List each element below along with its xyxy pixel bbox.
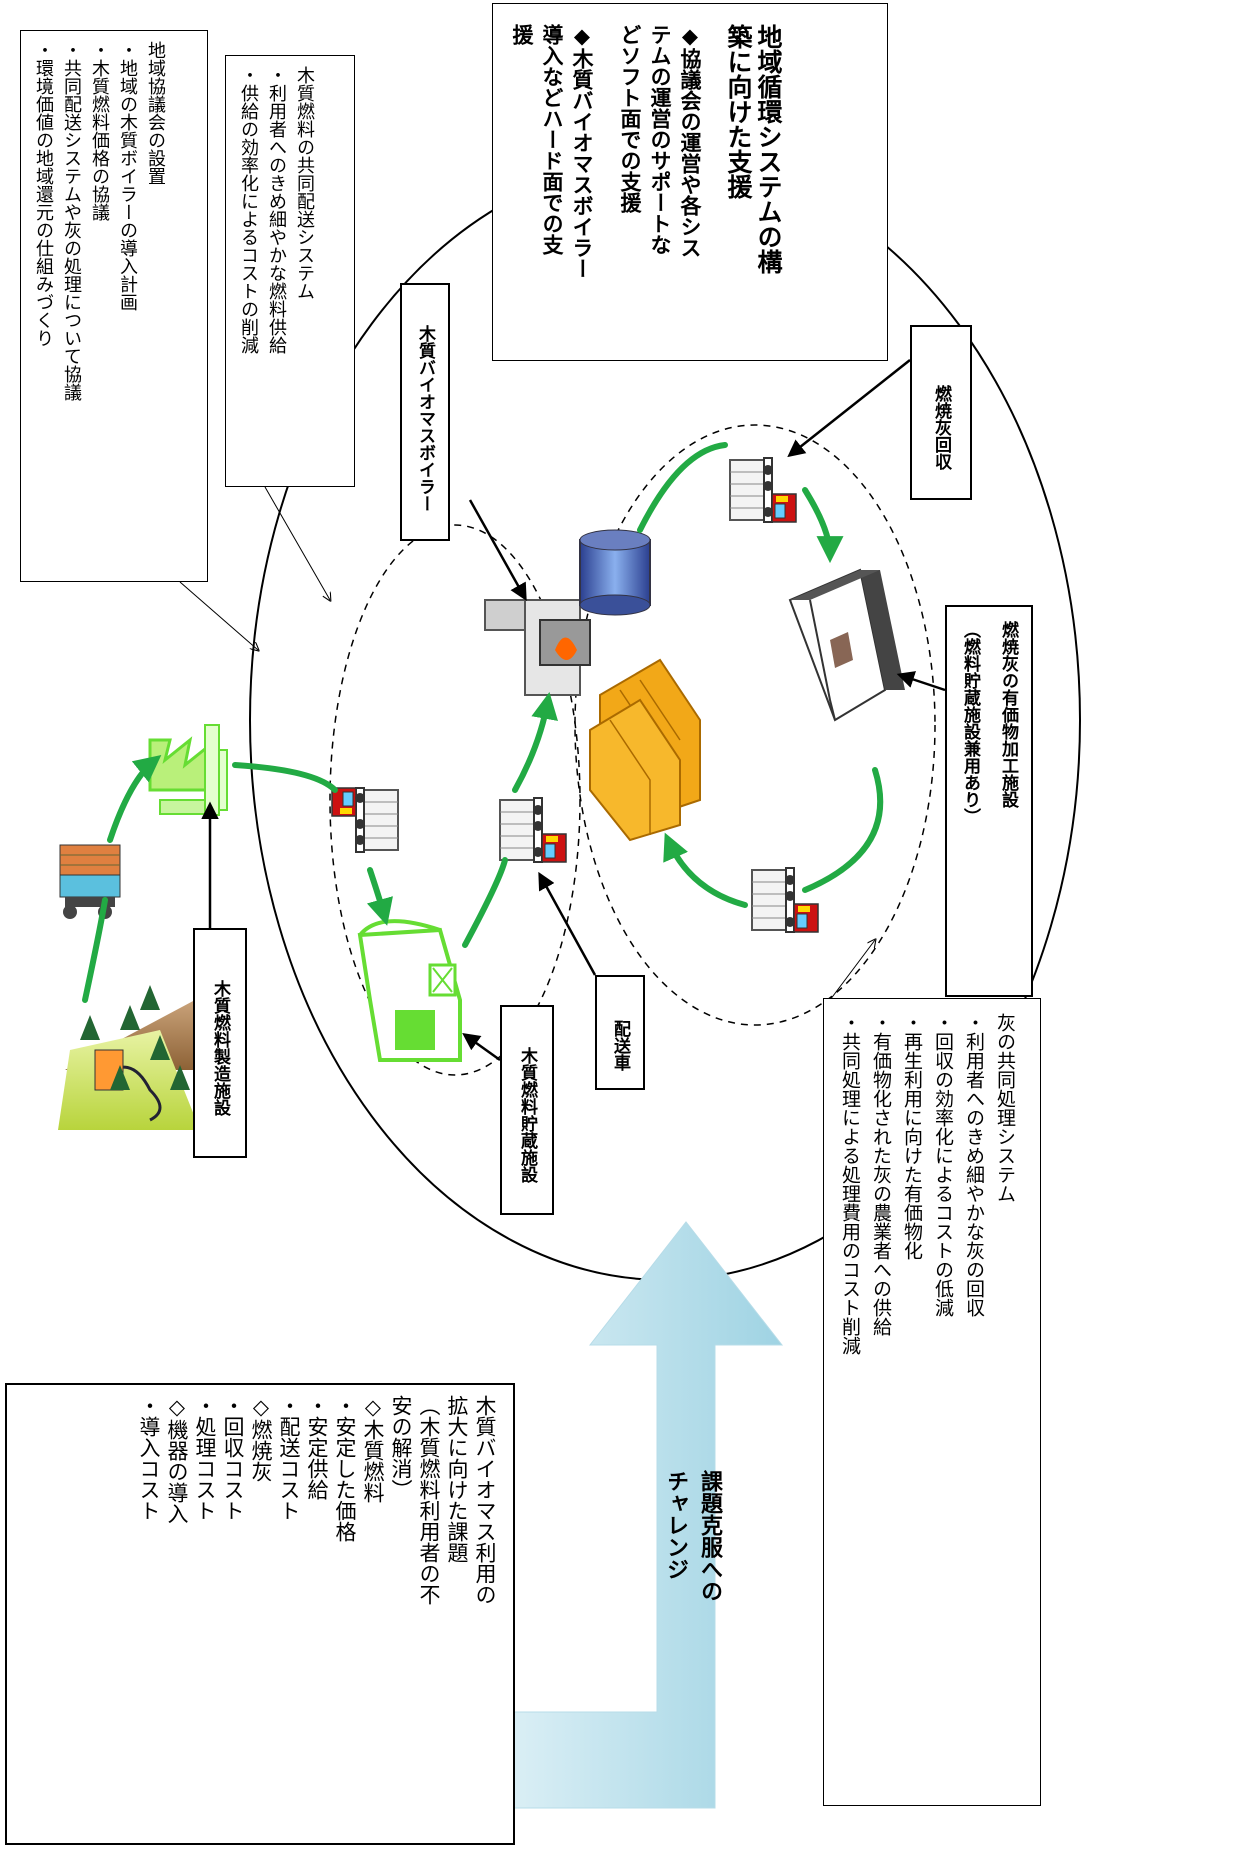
- challenge-arrow-shape: [499, 1221, 784, 1809]
- issues-line: （木質燃料利用者の不: [417, 1395, 441, 1605]
- issues-line: 安の解消）: [389, 1395, 413, 1500]
- delivery-system-box: 木質燃料の共同配送システム ・利用者へのきめ細やかな燃料供給 ・供給の効率化によ…: [225, 55, 355, 487]
- truck-icon: [751, 867, 819, 933]
- ash-system-item: ・利用者へのきめ細やかな灰の回収: [963, 1013, 985, 1317]
- callout-arrow: [787, 359, 911, 458]
- issues-line: ◇機器の導入: [165, 1395, 189, 1524]
- council-item: ・地域の木質ボイラーの導入計画: [117, 41, 138, 311]
- forest-icon: [58, 985, 200, 1130]
- issues-line: 木質バイオマス利用の: [473, 1395, 497, 1605]
- ash-system-item: ・共同処理による処理費用のコスト削減: [839, 1013, 861, 1355]
- delivery-item: ・利用者へのきめ細やかな燃料供給: [266, 66, 287, 354]
- label-biomass-boiler: 木質バイオマスボイラー: [400, 283, 450, 541]
- issues-line: ・安定供給: [305, 1395, 329, 1500]
- cycle-arrow: [637, 442, 728, 533]
- label-ash-facility: 燃焼灰の有価物加工施設 （燃料貯蔵施設兼用あり）: [945, 605, 1033, 997]
- label-delivery-truck: 配送車: [595, 975, 645, 1090]
- callout-arrow: [179, 581, 258, 650]
- support-bullet-line: 援: [510, 24, 534, 45]
- ash-system-item: ・回収の効率化によるコストの低減: [932, 1013, 954, 1317]
- council-item: ・共同配送システムや灰の処理について協議: [61, 41, 82, 401]
- cycle-arrow: [663, 832, 748, 908]
- issues-line: 拡大に向けた課題: [445, 1395, 469, 1563]
- callout-arrow: [896, 671, 946, 692]
- ash-facility-icon: [788, 568, 905, 722]
- issues-line: ・処理コスト: [193, 1395, 217, 1521]
- ash-facility-line: （燃料貯蔵施設兼用あり）: [960, 621, 980, 825]
- issues-line: ◇木質燃料: [361, 1395, 385, 1503]
- delivery-item: ・供給の効率化によるコストの削減: [238, 66, 259, 354]
- label-ash-collection: 燃焼灰回収: [910, 325, 972, 500]
- ash-facility-line: 燃焼灰の有価物加工施設: [998, 621, 1018, 808]
- boiler-icon: [484, 599, 591, 696]
- cycle-arrow: [107, 754, 162, 843]
- cycle-arrow: [82, 897, 108, 1003]
- ash-zone-ellipse: [574, 424, 936, 1026]
- ash-system-item: ・有価物化された灰の農業者への供給: [870, 1013, 892, 1336]
- cycle-arrow: [512, 692, 558, 793]
- pellet-stack-icon: [589, 658, 701, 842]
- truck-icon: [331, 787, 399, 853]
- challenge-arrow-label: 課題克服への チャレンジ: [658, 1470, 726, 1602]
- callout-arrow: [829, 940, 875, 1001]
- issues-line: ◇燃焼灰: [249, 1395, 273, 1482]
- challenge-line: 課題克服への: [697, 1470, 722, 1602]
- support-bullet-line: どソフト面での支援: [618, 24, 642, 213]
- cycle-arrow: [802, 767, 884, 893]
- truck-icon: [499, 797, 567, 863]
- support-title-line: 地域循環システムの構: [754, 24, 783, 274]
- cycle-arrow: [232, 762, 338, 793]
- cycle-arrow: [366, 867, 393, 926]
- label-fuel-factory: 木質燃料製造施設: [193, 928, 247, 1158]
- issues-text: 木質バイオマス利用の 拡大に向けた課題 （木質燃料利用者の不 安の解消） ◇木質…: [135, 1395, 499, 1835]
- fuel-storage-icon: [357, 919, 462, 1062]
- support-bullet-line: ◆協議会の運営や各シス: [678, 24, 702, 258]
- issues-line: ・配送コスト: [277, 1395, 301, 1521]
- support-box: 地域循環システムの構 築に向けた支援 ◆協議会の運営や各シス テムの運営のサポー…: [492, 3, 888, 361]
- callout-arrow: [468, 499, 527, 602]
- issues-line: ・安定した価格: [333, 1395, 357, 1542]
- delivery-title: 木質燃料の共同配送システム: [294, 66, 315, 300]
- challenge-line: チャレンジ: [663, 1470, 688, 1580]
- fuel-factory-icon: [148, 724, 228, 816]
- storage-tank-icon: [579, 529, 651, 616]
- callout-arrow: [462, 1032, 501, 1062]
- cycle-arrow: [802, 487, 844, 564]
- label-fuel-storage: 木質燃料貯蔵施設: [500, 1005, 554, 1215]
- ash-system-title: 灰の共同処理システム: [994, 1013, 1016, 1203]
- callout-arrow: [538, 871, 597, 976]
- callout-arrow: [264, 486, 330, 600]
- ash-system-box: 灰の共同処理システム ・利用者へのきめ細やかな灰の回収 ・回収の効率化によるコス…: [823, 998, 1041, 1806]
- support-bullet-line: テムの運営のサポートな: [648, 24, 672, 255]
- ash-system-item: ・再生利用に向けた有価物化: [901, 1013, 923, 1260]
- support-bullet-line: ◆木質バイオマスボイラー: [570, 24, 594, 279]
- issues-box: 木質バイオマス利用の 拡大に向けた課題 （木質燃料利用者の不 安の解消） ◇木質…: [5, 1383, 515, 1845]
- council-item: ・環境価値の地域還元の仕組みづくり: [33, 41, 54, 347]
- council-title: 地域協議会の設置: [145, 41, 166, 185]
- council-item: ・木質燃料価格の協議: [89, 41, 110, 221]
- support-bullet-line: 導入などハード面での支: [540, 24, 564, 255]
- cycle-arrow: [462, 857, 508, 948]
- support-title-line: 築に向けた支援: [724, 24, 753, 199]
- issues-line: ・回収コスト: [221, 1395, 245, 1521]
- log-truck-icon: [59, 844, 121, 919]
- council-box: 地域協議会の設置 ・地域の木質ボイラーの導入計画 ・木質燃料価格の協議 ・共同配…: [20, 30, 208, 582]
- truck-icon: [729, 457, 797, 523]
- issues-line: ・導入コスト: [137, 1395, 161, 1521]
